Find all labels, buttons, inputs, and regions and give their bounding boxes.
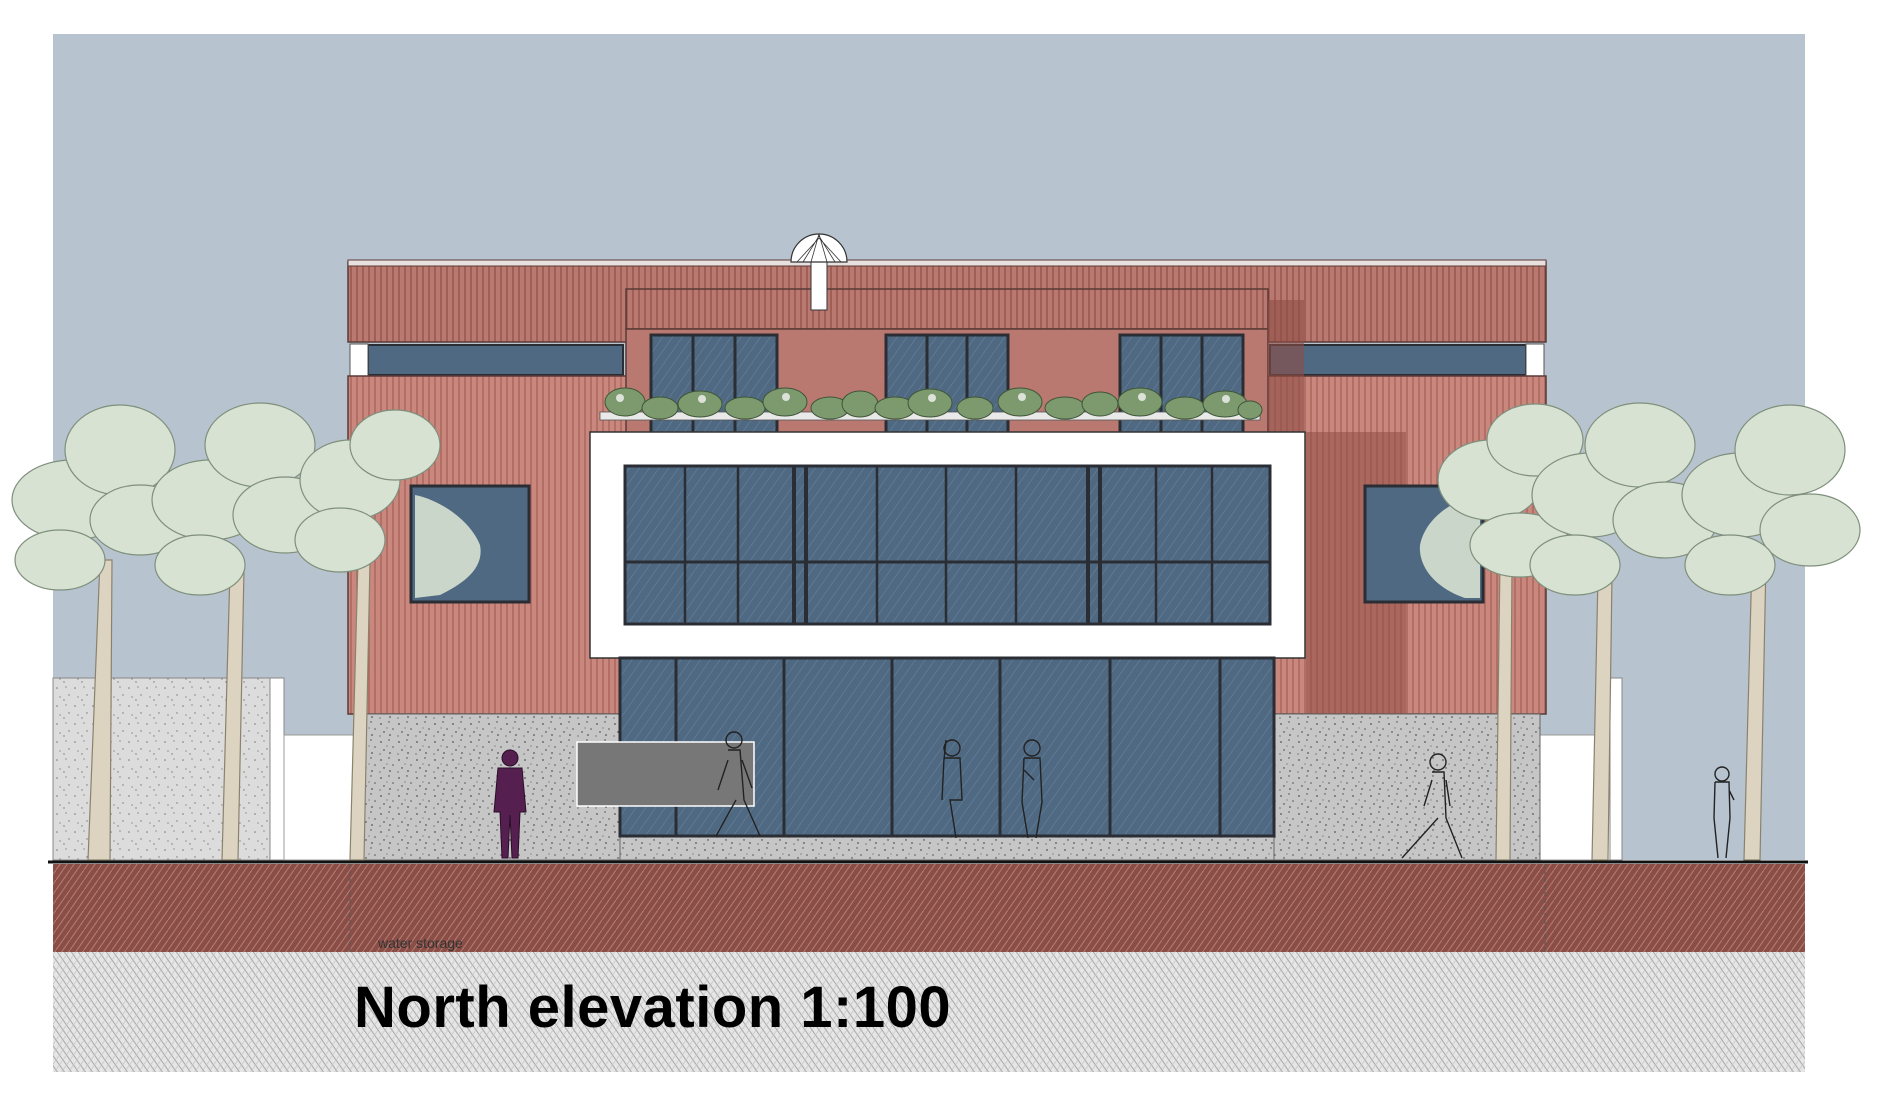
drawing-title: North elevation 1:100 (354, 975, 951, 1040)
first-floor-glazing (623, 464, 1272, 626)
person-highlighted (493, 749, 527, 859)
entrance-sign-panel (576, 741, 755, 807)
clerestory-window-left (367, 344, 624, 376)
side-window-left (409, 484, 531, 604)
tree-1 (11, 404, 191, 861)
subsoil-layer (53, 952, 1805, 1072)
person-walking-1 (715, 731, 761, 837)
projecting-frame (589, 431, 1306, 659)
person-walking-2 (1401, 753, 1463, 859)
person-standing-1 (941, 739, 963, 839)
water-storage-note: water storage (377, 935, 463, 951)
tree-4 (1437, 403, 1584, 861)
ground-section: water storage (48, 860, 1808, 1072)
planters (599, 387, 1263, 421)
tree-5 (1529, 402, 1718, 861)
person-standing-3 (1713, 766, 1735, 859)
trees (11, 402, 1861, 861)
people (493, 731, 1735, 859)
tree-6 (1681, 404, 1861, 861)
roof-vent (810, 261, 828, 311)
tree-2 (151, 402, 338, 861)
person-standing-2 (1021, 739, 1043, 839)
side-window-right (1363, 484, 1485, 604)
ground-floor-glazing (576, 656, 1276, 838)
tree-3 (294, 409, 441, 861)
clerestory-window-right (1269, 344, 1527, 376)
stone-base-right (1273, 713, 1541, 861)
soil-layer (53, 864, 1805, 952)
